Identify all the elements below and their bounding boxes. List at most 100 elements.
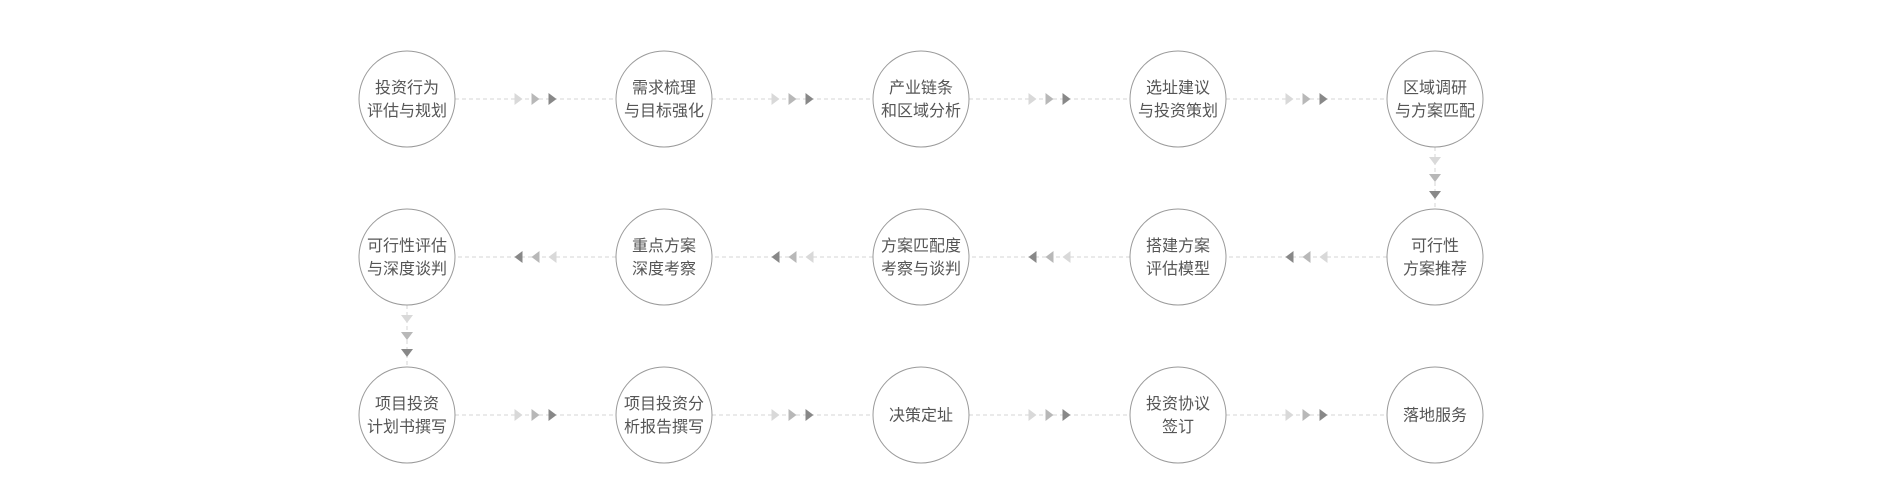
arrow-marker xyxy=(548,251,557,263)
step-label: 需求梳理 xyxy=(632,78,696,97)
step-label: 析报告撰写 xyxy=(624,417,704,436)
step-label: 重点方案 xyxy=(632,236,696,255)
arrow-marker xyxy=(771,409,780,421)
step-circle xyxy=(872,208,970,306)
arrow-marker xyxy=(548,93,557,105)
arrow-marker xyxy=(1429,157,1441,165)
step-label: 与方案匹配 xyxy=(1395,101,1475,120)
step-label: 产业链条 xyxy=(889,78,953,97)
step-label: 可行性 xyxy=(1411,236,1459,255)
arrow-marker xyxy=(1319,251,1328,263)
arrow-marker xyxy=(1045,409,1054,421)
arrow-marker xyxy=(1028,251,1037,263)
step-label: 项目投资分 xyxy=(624,394,704,413)
step-circle xyxy=(1129,208,1227,306)
arrow-marker xyxy=(1062,409,1071,421)
arrow-marker xyxy=(788,251,797,263)
arrow-marker xyxy=(1062,251,1071,263)
arrow-marker xyxy=(531,251,540,263)
step-label: 投资行为 xyxy=(375,78,439,97)
arrow-marker xyxy=(1045,93,1054,105)
step-circle xyxy=(1386,208,1484,306)
step-circle xyxy=(358,50,456,148)
step-label: 搭建方案 xyxy=(1146,236,1210,255)
arrow-marker xyxy=(1302,251,1311,263)
step-label: 方案匹配度 xyxy=(881,236,961,255)
step-label: 方案推荐 xyxy=(1403,259,1467,278)
arrow-marker xyxy=(514,251,523,263)
step-circle xyxy=(1386,50,1484,148)
step-label: 计划书撰写 xyxy=(367,417,447,436)
arrow-marker xyxy=(1285,409,1294,421)
step-circle xyxy=(358,208,456,306)
arrow-marker xyxy=(771,251,780,263)
arrow-marker xyxy=(1302,93,1311,105)
step-label: 和区域分析 xyxy=(881,101,961,120)
arrow-marker xyxy=(771,93,780,105)
step-label: 落地服务 xyxy=(1403,406,1467,425)
arrow-marker xyxy=(1062,93,1071,105)
process-step: 落地服务 xyxy=(1386,366,1484,464)
step-label: 选址建议 xyxy=(1146,78,1210,97)
arrow-marker xyxy=(1028,93,1037,105)
step-circle xyxy=(872,366,970,464)
step-circle xyxy=(872,50,970,148)
step-circle xyxy=(615,366,713,464)
step-label: 区域调研 xyxy=(1403,78,1467,97)
arrow-marker xyxy=(1285,251,1294,263)
arrow-marker xyxy=(1429,191,1441,199)
step-label: 与投资策划 xyxy=(1138,101,1218,120)
arrow-marker xyxy=(1429,174,1441,182)
step-circle xyxy=(1129,366,1227,464)
step-label: 投资协议 xyxy=(1146,394,1210,413)
step-label: 签订 xyxy=(1162,417,1194,436)
arrow-marker xyxy=(805,251,814,263)
arrow-marker xyxy=(514,409,523,421)
arrow-marker xyxy=(1045,251,1054,263)
arrow-marker xyxy=(805,93,814,105)
arrow-marker xyxy=(401,315,413,323)
arrow-marker xyxy=(788,93,797,105)
arrow-marker xyxy=(805,409,814,421)
arrow-marker xyxy=(788,409,797,421)
step-label: 深度考察 xyxy=(632,259,696,278)
arrow-marker xyxy=(1302,409,1311,421)
step-circle xyxy=(1129,50,1227,148)
arrow-marker xyxy=(1285,93,1294,105)
step-label: 决策定址 xyxy=(889,406,953,425)
step-label: 考察与谈判 xyxy=(881,259,961,278)
process-step: 决策定址 xyxy=(872,366,970,464)
step-circle xyxy=(615,50,713,148)
step-label: 与深度谈判 xyxy=(367,259,447,278)
arrow-marker xyxy=(531,93,540,105)
arrow-marker xyxy=(401,332,413,340)
step-label: 项目投资 xyxy=(375,394,439,413)
arrow-marker xyxy=(514,93,523,105)
step-circle xyxy=(358,366,456,464)
step-label: 可行性评估 xyxy=(367,236,447,255)
arrow-marker xyxy=(401,349,413,357)
arrow-marker xyxy=(1028,409,1037,421)
step-label: 评估与规划 xyxy=(367,101,447,120)
step-label: 与目标强化 xyxy=(624,101,704,120)
arrow-marker xyxy=(548,409,557,421)
arrow-marker xyxy=(1319,93,1328,105)
step-label: 评估模型 xyxy=(1146,259,1210,278)
arrow-marker xyxy=(531,409,540,421)
step-circle xyxy=(615,208,713,306)
arrow-marker xyxy=(1319,409,1328,421)
step-circle xyxy=(1386,366,1484,464)
